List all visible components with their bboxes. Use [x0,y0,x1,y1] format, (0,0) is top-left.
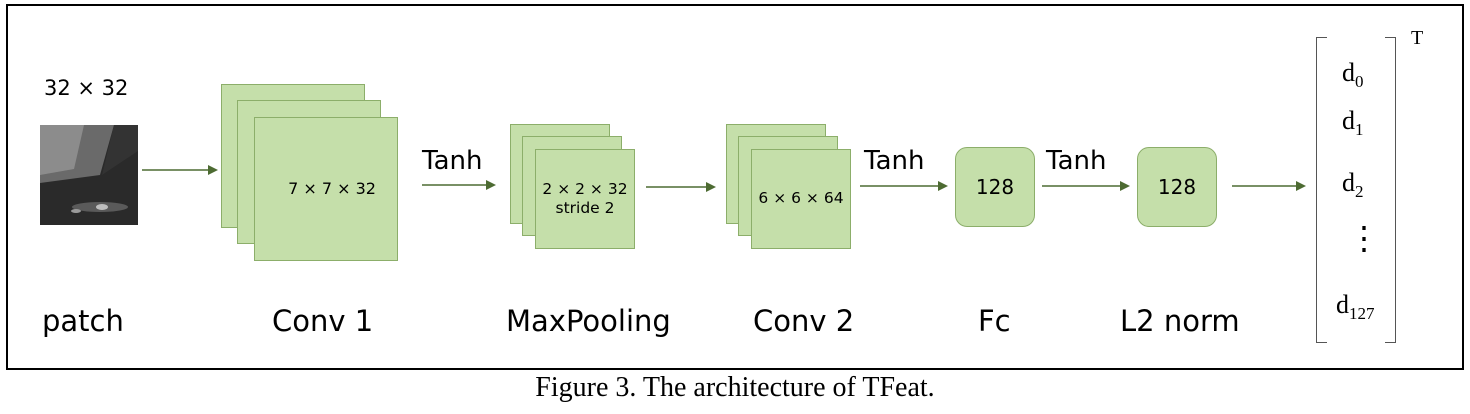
left-bracket [1316,37,1327,343]
output-entry-d1-sub: 1 [1355,120,1364,140]
output-entry-d0-base: d [1342,58,1355,87]
output-entry-d127-base: d [1336,290,1349,319]
fc-block: 128 [955,147,1035,227]
arrow-conv2-to-fc [860,181,948,191]
conv2-sheet-front [751,149,851,249]
maxpool-inner-line1: 2 × 2 × 32 [542,179,628,198]
arrow-l2norm-to-output [1232,181,1306,191]
l2norm-block: 128 [1137,147,1217,227]
output-entry-d1: d1 [1342,106,1364,140]
activation-label-3: Tanh [1046,146,1107,176]
figure-caption: Figure 3. The architecture of TFeat. [535,372,935,403]
output-entry-d127: d127 [1336,290,1375,324]
output-entry-d1-base: d [1342,106,1355,135]
maxpool-name: MaxPooling [506,304,671,338]
output-entry-d0-sub: 0 [1355,72,1364,92]
arrow-maxpool-to-conv2 [646,182,716,192]
arrow-fc-to-l2norm [1042,181,1130,191]
conv1-sheet-front [254,117,398,261]
output-entry-d127-sub: 127 [1349,304,1375,324]
output-entry-d2-sub: 2 [1355,182,1364,202]
activation-label-2: Tanh [864,146,925,176]
fc-value: 128 [975,175,1015,199]
l2norm-value: 128 [1157,175,1197,199]
patch-name: patch [42,304,124,338]
conv1-name: Conv 1 [272,304,374,338]
transpose-mark: T [1411,27,1424,49]
maxpool-inner-label: 2 × 2 × 32 stride 2 [535,149,635,249]
right-bracket [1385,37,1396,343]
conv2-name: Conv 2 [753,304,855,338]
l2norm-name: L2 norm [1120,304,1240,338]
fc-name: Fc [978,304,1011,338]
activation-label-1: Tanh [422,146,483,176]
output-entry-d0: d0 [1342,58,1364,92]
conv2-inner-label: 6 × 6 × 64 [758,189,844,208]
maxpool-sheet-front [535,149,635,249]
arrow-patch-to-conv1 [142,165,218,175]
output-entry-d2-base: d [1342,168,1355,197]
conv1-inner-label: 7 × 7 × 32 [288,179,376,198]
arrow-conv1-to-maxpool [422,180,496,190]
output-ellipsis: ⋮ [1348,220,1380,256]
patch-size-label: 32 × 32 [44,76,129,100]
output-entry-d2: d2 [1342,168,1364,202]
patch-image [40,125,138,225]
diagram-frame [6,4,1464,370]
maxpool-inner-line2: stride 2 [555,199,615,217]
